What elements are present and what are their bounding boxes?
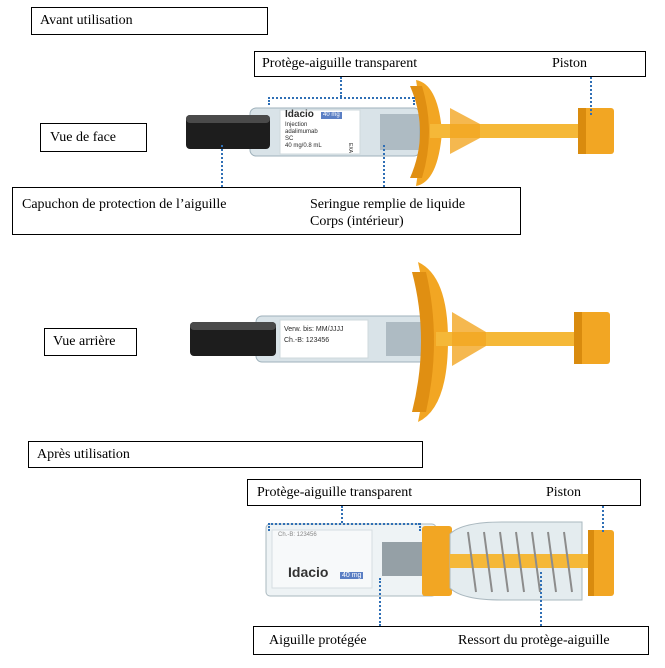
syringe-after-collar — [422, 526, 452, 596]
syringe-back-flange — [418, 262, 448, 422]
callout-needle-shield-stem — [340, 77, 342, 97]
back-label-line1: Verw. bis: MM/JJJJ — [284, 326, 344, 333]
syringe-front-illustration — [186, 80, 614, 186]
front-label-brand: Idacio — [285, 109, 314, 120]
back-label-text: Verw. bis: MM/JJJJ Ch.-B: 123456 — [284, 324, 370, 346]
callout-needle-shield-right — [413, 97, 415, 105]
section-title-after: Après utilisation — [28, 441, 423, 468]
after-label-dose-badge: 40 mg — [340, 572, 364, 579]
syringe-after-spring — [467, 531, 573, 593]
syringe-back-illustration — [190, 262, 610, 422]
label-box-needle-shield-after: Protège-aiguille transparent Piston — [247, 479, 641, 506]
after-label-top: Ch.-B: 123456 — [278, 532, 317, 538]
syringe-front-label — [279, 109, 361, 155]
view-front-text: Vue de face — [50, 130, 117, 145]
label-box-needle-spring: Aiguille protégée Ressort du protège-aig… — [253, 626, 649, 655]
after-label-brand: Idacio — [288, 564, 329, 580]
front-label-side: EXA — [347, 143, 353, 154]
syringe-after-illustration — [265, 521, 614, 601]
callout-protected-needle — [379, 578, 381, 626]
syringe-front-plunger-head — [578, 108, 614, 154]
label-needle-shield-after: Protège-aiguille transparent — [257, 485, 413, 500]
syringe-front-cap — [186, 115, 270, 149]
syringe-back-label — [279, 319, 369, 359]
label-box-cap-body: Capuchon de protection de l’aiguille Ser… — [12, 187, 521, 235]
callout-body — [383, 145, 385, 187]
label-body-line2: Corps (intérieur) — [310, 214, 404, 229]
callout-cap — [221, 145, 223, 187]
callout-needle-shield-left — [268, 97, 270, 105]
label-box-needle-shield-front: Protège-aiguille transparent Piston — [254, 51, 646, 77]
callout-needle-shield-bracket — [268, 97, 414, 99]
callout-after-shield-right — [419, 523, 421, 531]
front-label-dose-badge: 40 mg — [321, 112, 342, 119]
back-label-line2: Ch.-B: 123456 — [284, 337, 330, 344]
front-label-line2: adalimumab — [285, 129, 318, 135]
section-title-after-text: Après utilisation — [37, 447, 130, 462]
label-body-line1: Seringue remplie de liquide — [310, 197, 466, 212]
label-protected-needle: Aiguille protégée — [269, 633, 367, 648]
view-back-text: Vue arrière — [53, 334, 116, 349]
front-label-line4: 40 mg/0.8 mL — [285, 143, 322, 149]
section-title-before: Avant utilisation — [31, 7, 268, 35]
syringe-after-plunger-head — [588, 530, 614, 596]
view-box-front: Vue de face — [40, 123, 147, 152]
callout-spring — [540, 572, 542, 626]
section-title-before-text: Avant utilisation — [40, 13, 133, 28]
callout-after-shield-stem — [341, 506, 343, 523]
front-label-line1: Injection — [285, 122, 308, 128]
callout-plunger-front — [590, 77, 592, 115]
label-plunger-front: Piston — [552, 56, 588, 71]
label-needle-shield-front: Protège-aiguille transparent — [262, 56, 418, 71]
callout-plunger-after — [602, 506, 604, 532]
front-label-text: Idacio 40 mg Injection adalimumab SC 40 … — [284, 109, 362, 155]
label-spring: Ressort du protège-aiguille — [458, 633, 610, 648]
after-label-text: Ch.-B: 123456 Idacio 40 mg — [274, 532, 370, 586]
label-cap: Capuchon de protection de l’aiguille — [22, 197, 227, 212]
syringe-back-cap — [190, 322, 276, 356]
label-plunger-after: Piston — [546, 485, 582, 500]
syringe-back-plunger-head — [574, 312, 610, 364]
view-box-back: Vue arrière — [44, 328, 137, 356]
callout-after-shield-bracket — [268, 523, 420, 525]
callout-after-shield-left — [268, 523, 270, 531]
front-label-line3: SC — [285, 136, 294, 142]
